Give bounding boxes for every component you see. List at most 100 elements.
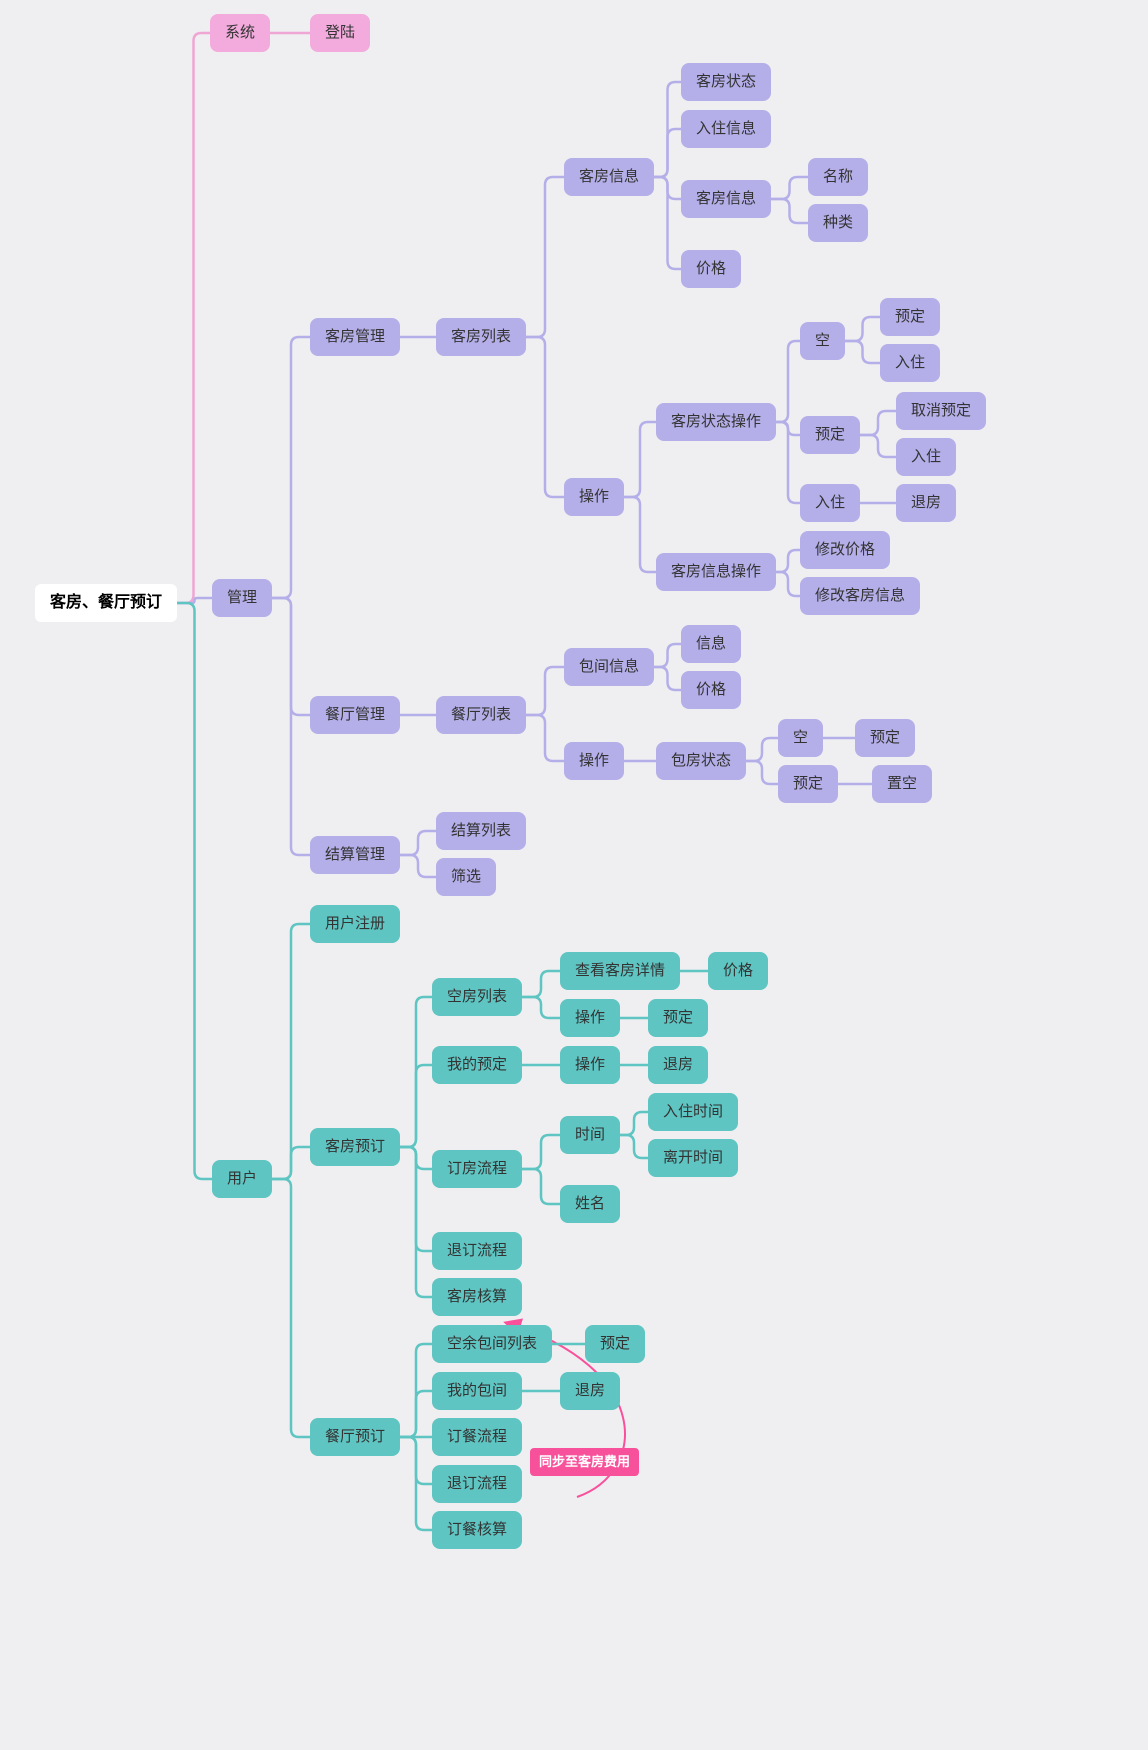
edge-yonghu-canting_yuding: [270, 1177, 312, 1439]
node-meal-order-flow[interactable]: 订餐流程: [432, 1418, 523, 1456]
edge-kefang_xinxi1-ruzhu_xinxi: [652, 127, 683, 179]
node-vacant-room-operations[interactable]: 操作: [560, 999, 621, 1037]
node-my-private-rooms[interactable]: 我的包间: [432, 1372, 523, 1410]
edge-kongfang_liebiao-caozuo3: [520, 995, 562, 1020]
node-checkin-time[interactable]: 入住时间: [648, 1093, 739, 1131]
node-room-accounting[interactable]: 客房核算: [432, 1278, 523, 1316]
node-type[interactable]: 种类: [808, 204, 869, 242]
node-room-status-operations[interactable]: 客房状态操作: [656, 403, 777, 441]
sync-to-room-fee-label[interactable]: 同步至客房费用: [530, 1448, 640, 1476]
node-user[interactable]: 用户: [212, 1160, 273, 1198]
edge-kong1-yuding1: [843, 315, 882, 343]
edge-kefang_xinxi_caozuo-xiugai_kefang_xinxi: [774, 570, 802, 598]
node-checkin[interactable]: 入住: [880, 344, 941, 382]
node-checkout[interactable]: 退房: [896, 484, 957, 522]
node-settlement-list[interactable]: 结算列表: [436, 812, 527, 850]
node-booking-flow[interactable]: 订房流程: [432, 1150, 523, 1188]
node-restaurant-operations[interactable]: 操作: [564, 742, 625, 780]
edge-yuding2-ruzhu2: [858, 433, 898, 459]
edge-guanli-kefang_guanli: [270, 335, 312, 600]
node-room-info-operations[interactable]: 客房信息操作: [656, 553, 777, 591]
edge-kefang_yuding-wode_yuding: [398, 1063, 434, 1149]
edge-jiesuan_guanli-shaixuan: [398, 853, 438, 879]
edge-kefang_xinxi2-mingcheng: [769, 175, 810, 201]
node-room-reserve[interactable]: 预定: [855, 719, 916, 757]
node-room-reserved[interactable]: 预定: [778, 765, 839, 803]
node-restaurant-list[interactable]: 餐厅列表: [436, 696, 527, 734]
edge-kefang_zhuangtai_caozuo-kong1: [774, 339, 802, 424]
node-reserve[interactable]: 预定: [880, 298, 941, 336]
node-view-room-details[interactable]: 查看客房详情: [560, 952, 681, 990]
node-checkin-info[interactable]: 入住信息: [681, 110, 772, 148]
node-filter[interactable]: 筛选: [436, 858, 497, 896]
node-private-room-checkout[interactable]: 退房: [560, 1372, 621, 1410]
node-book-room[interactable]: 预定: [648, 999, 709, 1037]
node-price[interactable]: 价格: [681, 250, 742, 288]
node-settlement-management[interactable]: 结算管理: [310, 836, 401, 874]
node-private-room-info[interactable]: 包间信息: [564, 648, 655, 686]
node-info[interactable]: 信息: [681, 625, 742, 663]
edge-kefang_liebiao-caozuo1: [524, 335, 566, 499]
edge-guanli-jiesuan_guanli: [270, 596, 312, 857]
node-my-reservation-operations[interactable]: 操作: [560, 1046, 621, 1084]
node-room-booking[interactable]: 客房预订: [310, 1128, 401, 1166]
edge-root-xitong: [175, 31, 212, 605]
node-reserved[interactable]: 预定: [800, 416, 861, 454]
edge-caozuo1-kefang_zhuangtai_caozuo: [622, 420, 658, 499]
edge-baofang_zhuangtai-kong2: [744, 736, 780, 763]
node-checkin-from-reserved[interactable]: 入住: [896, 438, 957, 476]
node-system[interactable]: 系统: [210, 14, 271, 52]
node-meal-accounting[interactable]: 订餐核算: [432, 1511, 523, 1549]
node-set-vacant[interactable]: 置空: [872, 765, 933, 803]
node-time[interactable]: 时间: [560, 1116, 621, 1154]
edge-shijian-likai_shijian: [618, 1133, 650, 1160]
node-room-info[interactable]: 客房信息: [564, 158, 655, 196]
node-room-status[interactable]: 客房状态: [681, 63, 772, 101]
node-occupied[interactable]: 入住: [800, 484, 861, 522]
edge-canting_yuding-dingcan_hesuan: [398, 1435, 434, 1532]
node-restaurant-management[interactable]: 餐厅管理: [310, 696, 401, 734]
edge-canting_yuding-wode_baojian: [398, 1389, 434, 1439]
node-login[interactable]: 登陆: [310, 14, 371, 52]
node-modify-room-info[interactable]: 修改客房信息: [800, 577, 921, 615]
edge-canting_liebiao-baojian_xinxi: [524, 665, 566, 717]
node-restaurant-booking[interactable]: 餐厅预订: [310, 1418, 401, 1456]
node-name[interactable]: 名称: [808, 158, 869, 196]
node-cancel-booking-flow[interactable]: 退订流程: [432, 1232, 523, 1270]
node-room-price[interactable]: 价格: [681, 671, 742, 709]
edge-yuding2-quxiao_yuding: [858, 409, 898, 437]
node-management[interactable]: 管理: [212, 579, 273, 617]
node-user-checkout[interactable]: 退房: [648, 1046, 709, 1084]
node-room-info-detail[interactable]: 客房信息: [681, 180, 772, 218]
node-room-list[interactable]: 客房列表: [436, 318, 527, 356]
node-room-vacant[interactable]: 空: [778, 719, 824, 757]
node-private-room-status[interactable]: 包房状态: [656, 742, 747, 780]
node-book-private-room[interactable]: 预定: [585, 1325, 646, 1363]
node-detail-price[interactable]: 价格: [708, 952, 769, 990]
edge-kefang_xinxi_caozuo-xiugai_jiage: [774, 548, 802, 574]
node-vacant-room-list[interactable]: 空房列表: [432, 978, 523, 1016]
node-my-reservations[interactable]: 我的预定: [432, 1046, 523, 1084]
node-operations[interactable]: 操作: [564, 478, 625, 516]
edge-baojian_xinxi-jiage2: [652, 665, 683, 692]
node-modify-price[interactable]: 修改价格: [800, 531, 891, 569]
edge-shijian-ruzhu_shijian: [618, 1110, 650, 1137]
node-vacant[interactable]: 空: [800, 322, 846, 360]
edge-dingfang_liucheng-xingming: [520, 1167, 562, 1206]
node-room-management[interactable]: 客房管理: [310, 318, 401, 356]
node-cancel-order-flow[interactable]: 退订流程: [432, 1465, 523, 1503]
edge-baofang_zhuangtai-yuding4: [744, 759, 780, 786]
node-user-register[interactable]: 用户注册: [310, 905, 401, 943]
node-cancel-reservation[interactable]: 取消预定: [896, 392, 987, 430]
node-root-title[interactable]: 客房、餐厅预订: [35, 584, 178, 622]
edge-root-yonghu: [175, 601, 214, 1181]
node-departure-time[interactable]: 离开时间: [648, 1139, 739, 1177]
node-guest-name[interactable]: 姓名: [560, 1185, 621, 1223]
edge-root-guanli: [175, 596, 214, 605]
edge-kefang_xinxi1-jiage1: [652, 175, 683, 271]
node-vacant-private-room-list[interactable]: 空余包间列表: [432, 1325, 553, 1363]
edge-kongfang_liebiao-chakan_kefang_xiangqing: [520, 969, 562, 999]
edge-yonghu-kefang_yuding: [270, 1145, 312, 1181]
